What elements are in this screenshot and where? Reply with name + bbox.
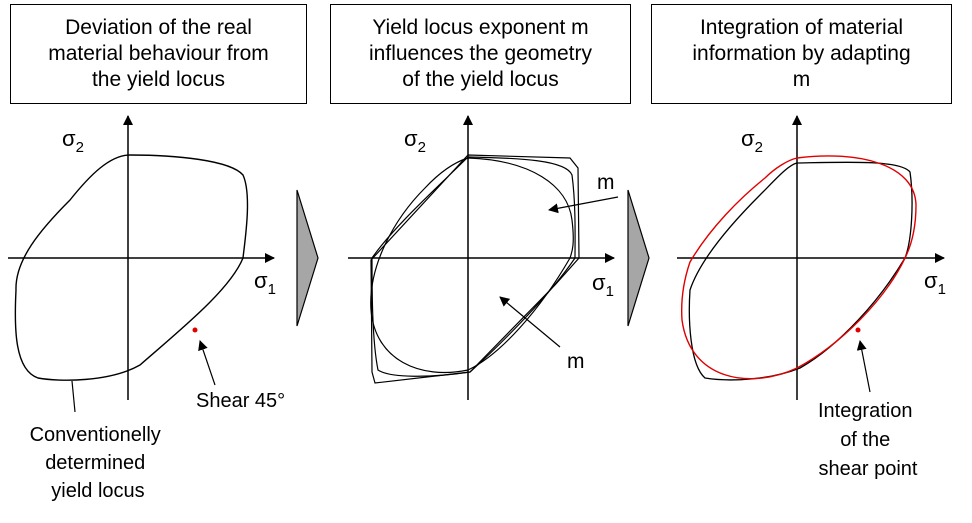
panel-2-plot: σ2 σ1 m m xyxy=(348,115,619,400)
panel-1-plot: σ2 σ1 Shear 45° Conventionelly determine… xyxy=(8,115,285,502)
panel-2-yield-locus-m-mid xyxy=(371,156,576,377)
panel-2-m-upper-arrow xyxy=(548,196,619,214)
panel-3-title: Integration of material information by a… xyxy=(692,16,911,91)
panel-3-original-yield-locus xyxy=(688,161,913,381)
panel-3-shear-point xyxy=(855,327,861,333)
panel-1-sigma-2-label: σ2 xyxy=(62,126,84,156)
panel-2-sigma-1-label: σ1 xyxy=(592,270,614,300)
panel-1-shear-arrow xyxy=(198,340,216,386)
process-arrow-2 xyxy=(627,189,650,327)
process-arrow-1 xyxy=(296,189,319,327)
panel-1-sigma-1-label: σ1 xyxy=(254,268,276,298)
panel-3-plot: σ2 σ1 Integration of the shear point xyxy=(677,115,946,480)
panel-1-shear-point xyxy=(192,327,198,333)
panel-2-m-lower-arrow xyxy=(499,296,561,348)
panel-2-m-upper-label: m xyxy=(597,171,615,194)
panel-3-integration-label: Integration of the shear point xyxy=(818,400,918,480)
panel-1-title: Deviation of the real material behaviour… xyxy=(48,16,269,91)
panel-1-conventional-yield-locus xyxy=(14,154,249,381)
panel-2-yield-locus-m-high xyxy=(370,154,580,384)
panel-1-conventional-leader xyxy=(71,380,76,413)
panel-2-sigma-2-label: σ2 xyxy=(404,126,426,156)
panel-1-shear-label: Shear 45° xyxy=(196,390,285,412)
panel-2-title: Yield locus exponent m influences the ge… xyxy=(369,16,592,91)
panel-1-title-box: Deviation of the real material behaviour… xyxy=(10,4,307,104)
panel-3-sigma-2-label: σ2 xyxy=(741,126,763,156)
panel-3-title-box: Integration of material information by a… xyxy=(651,4,952,104)
panel-2-title-box: Yield locus exponent m influences the ge… xyxy=(330,4,631,104)
panel-3-integration-arrow xyxy=(856,340,871,393)
panel-2-m-lower-label: m xyxy=(567,350,585,373)
panel-3-adapted-yield-locus xyxy=(680,155,917,380)
panel-2-yield-locus-m-low xyxy=(370,157,574,374)
panel-3-sigma-1-label: σ1 xyxy=(924,268,946,298)
panel-1-conventional-label: Conventionelly determined yield locus xyxy=(30,424,167,502)
